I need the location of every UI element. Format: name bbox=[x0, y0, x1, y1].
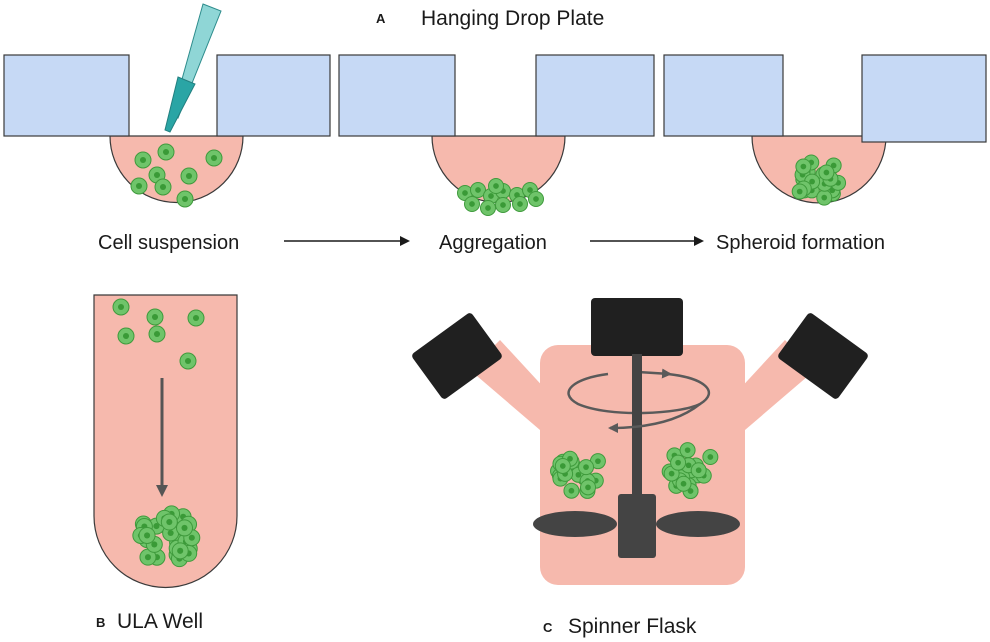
panel-b-title: ULA Well bbox=[117, 610, 203, 633]
cell-nucleus bbox=[144, 532, 151, 539]
cell-nucleus bbox=[153, 523, 160, 530]
impeller-hub bbox=[618, 494, 656, 558]
hanging-drop-3 bbox=[663, 54, 987, 206]
cell-nucleus bbox=[153, 330, 161, 338]
cell-nucleus bbox=[185, 172, 193, 180]
cell-nucleus bbox=[488, 193, 494, 199]
cell-nucleus bbox=[707, 454, 714, 460]
cell-nucleus bbox=[162, 148, 170, 156]
panel-b: B ULA Well bbox=[93, 294, 238, 633]
cell-nucleus bbox=[122, 332, 130, 340]
rotation-arrow-icon bbox=[567, 372, 711, 415]
cell-nucleus bbox=[517, 201, 523, 207]
cell-nucleus bbox=[527, 187, 533, 193]
impeller-blade bbox=[656, 511, 740, 537]
cell-nucleus bbox=[585, 484, 591, 491]
pipette-icon bbox=[164, 3, 222, 133]
panel-c: C Spinner Flask bbox=[412, 298, 868, 638]
cell-nucleus bbox=[500, 202, 506, 208]
impeller-shaft bbox=[632, 354, 642, 504]
panel-a: A Hanging Drop Plate bbox=[3, 3, 987, 254]
cell-nucleus bbox=[684, 447, 691, 454]
cell-nucleus bbox=[166, 518, 173, 526]
cell-nucleus bbox=[159, 183, 167, 191]
cell-nucleus bbox=[685, 462, 692, 469]
cell-nucleus bbox=[181, 195, 189, 203]
cell-nucleus bbox=[177, 547, 184, 554]
cell-nucleus bbox=[687, 488, 694, 494]
ula-well bbox=[93, 294, 238, 589]
cell-nucleus bbox=[809, 178, 815, 185]
cell-nucleus bbox=[595, 458, 601, 465]
cell-nucleus bbox=[117, 303, 125, 311]
panel-a-letter: A bbox=[376, 11, 386, 26]
hanging-drop-2 bbox=[338, 54, 655, 216]
rotation-arrow-head bbox=[637, 368, 672, 379]
spheroid bbox=[550, 450, 606, 499]
flask-top-cap bbox=[591, 298, 683, 356]
spheroid bbox=[661, 442, 719, 500]
cell-nucleus bbox=[151, 541, 158, 548]
cell-nucleus bbox=[559, 463, 566, 469]
cell-nucleus bbox=[192, 314, 200, 322]
plate-block bbox=[3, 54, 130, 137]
cell-nucleus bbox=[830, 162, 837, 169]
spheroid bbox=[132, 505, 201, 568]
panel-c-letter: C bbox=[543, 620, 553, 635]
cell-nucleus bbox=[153, 171, 161, 179]
cell-nucleus bbox=[493, 183, 499, 189]
plate-block bbox=[338, 54, 456, 137]
cell-nucleus bbox=[139, 156, 147, 164]
cell-nucleus bbox=[533, 196, 539, 202]
impeller-blade bbox=[533, 511, 617, 537]
flask-side-cap bbox=[412, 313, 502, 399]
panel-a-title: Hanging Drop Plate bbox=[421, 7, 604, 30]
cell-nucleus bbox=[575, 471, 582, 478]
panel-c-title: Spinner Flask bbox=[568, 615, 697, 638]
flask-side-cap bbox=[778, 313, 868, 399]
hanging-drop-1 bbox=[3, 3, 331, 208]
cell-nucleus bbox=[135, 182, 143, 190]
cell-nucleus bbox=[181, 524, 188, 531]
plate-block bbox=[535, 54, 655, 137]
cell-nucleus bbox=[567, 455, 573, 462]
cell-nucleus bbox=[823, 169, 830, 176]
cell-nucleus bbox=[210, 154, 218, 162]
cell-nucleus bbox=[800, 163, 807, 170]
cell-cluster bbox=[130, 143, 223, 208]
cell-nucleus bbox=[568, 487, 575, 494]
step-label-aggregation: Aggregation bbox=[439, 232, 547, 254]
cell-nucleus bbox=[188, 534, 195, 541]
cell-nucleus bbox=[151, 313, 159, 321]
cell-cluster bbox=[457, 178, 544, 216]
step-label-spheroid-formation: Spheroid formation bbox=[716, 232, 885, 254]
step-label-cell-suspension: Cell suspension bbox=[98, 232, 239, 254]
spheroid bbox=[791, 154, 847, 206]
cell-nucleus bbox=[469, 201, 475, 207]
medium-drop bbox=[109, 135, 244, 204]
cell-nucleus bbox=[695, 467, 702, 474]
cell-cluster bbox=[112, 298, 205, 370]
cell-nucleus bbox=[167, 529, 174, 537]
plate-block bbox=[216, 54, 331, 137]
plate-block bbox=[861, 54, 987, 143]
rotation-arrow-icon bbox=[608, 403, 701, 433]
cell-nucleus bbox=[675, 459, 681, 466]
cell-nucleus bbox=[462, 190, 468, 196]
cell-nucleus bbox=[583, 464, 589, 470]
cell-nucleus bbox=[796, 188, 803, 195]
panel-b-letter: B bbox=[96, 615, 105, 630]
cell-nucleus bbox=[475, 187, 481, 193]
cell-nucleus bbox=[184, 357, 192, 365]
cell-nucleus bbox=[144, 554, 152, 561]
cell-nucleus bbox=[485, 205, 491, 211]
cell-nucleus bbox=[668, 470, 675, 477]
cell-nucleus bbox=[821, 194, 828, 201]
cell-nucleus bbox=[680, 480, 687, 487]
plate-block bbox=[663, 54, 784, 137]
